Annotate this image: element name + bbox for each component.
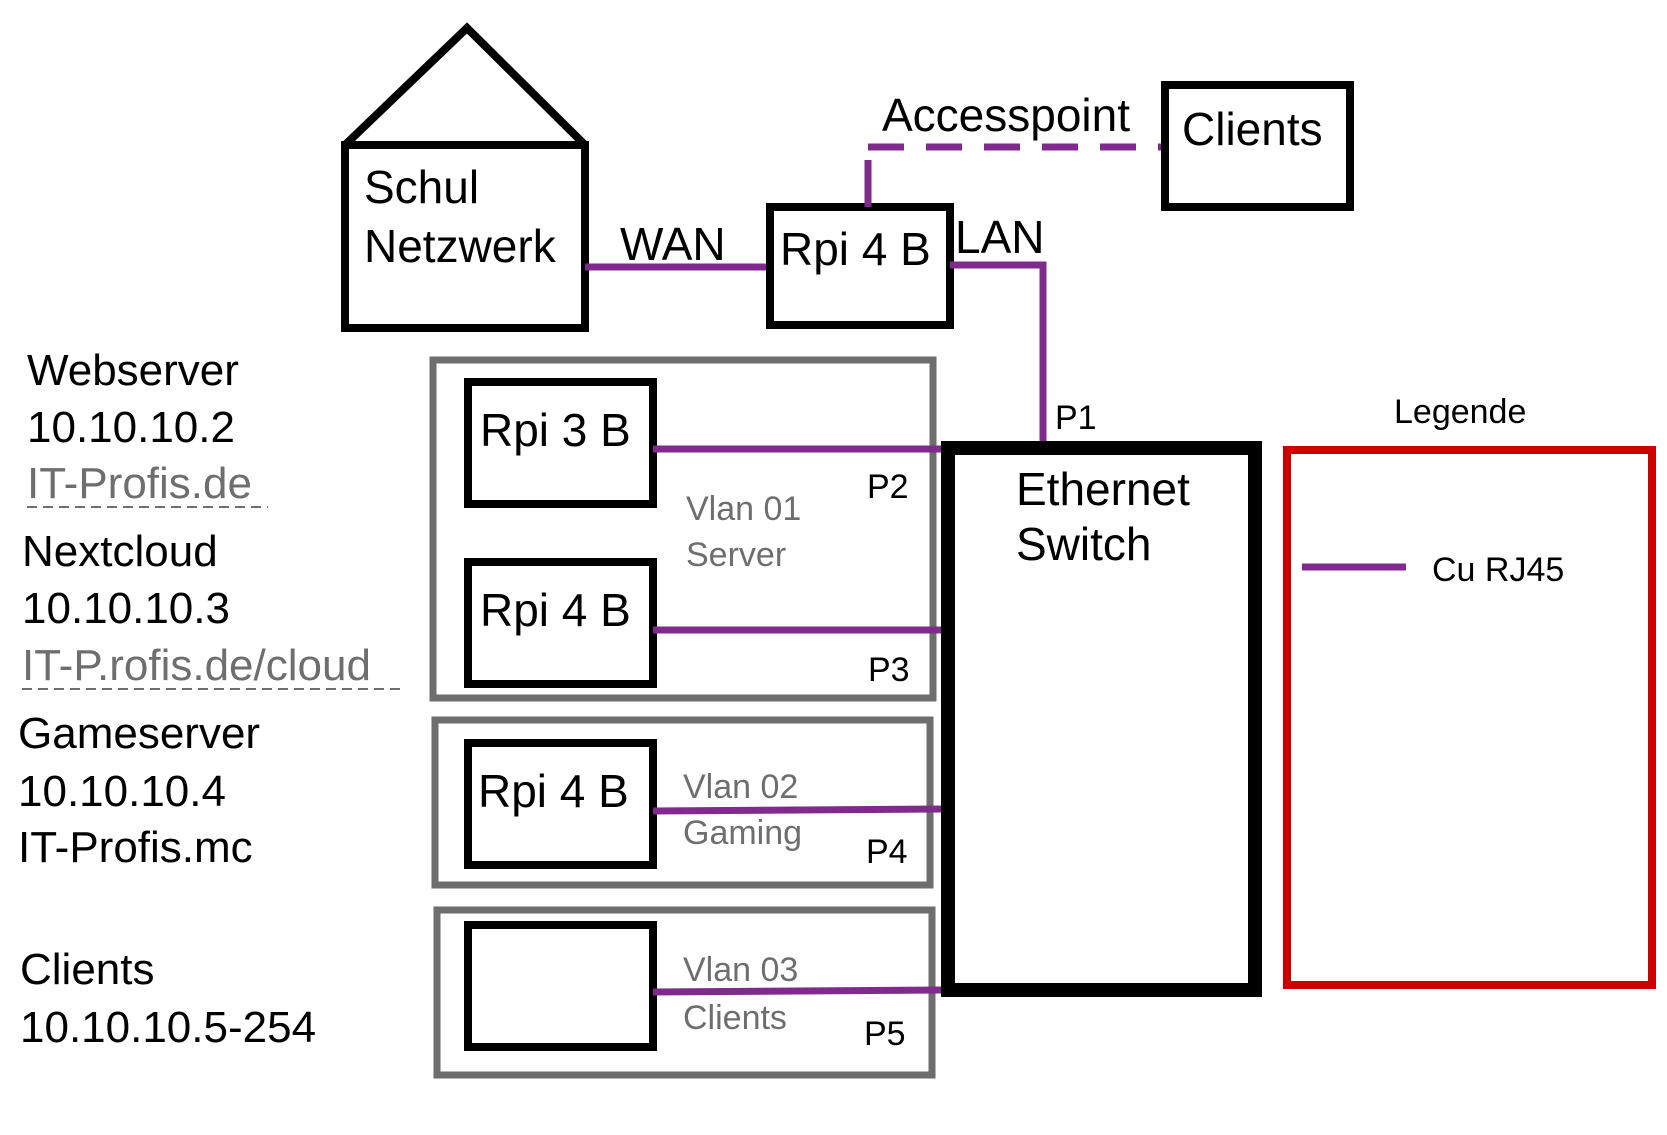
- webserver-name: Webserver: [27, 346, 239, 395]
- vlan02-label-line1: Vlan 02: [683, 768, 798, 806]
- rpi4-gameserver-box: [464, 739, 657, 869]
- school-roof: [342, 22, 588, 148]
- school-label-line2: Netzwerk: [364, 220, 557, 272]
- port-label-p5: P5: [864, 1015, 906, 1053]
- port-label-p3: P3: [868, 651, 910, 689]
- vlan03-label-line2: Clients: [683, 999, 787, 1037]
- clients-ip-range: 10.10.10.5-254: [20, 1003, 316, 1052]
- vlan01-label-line2: Server: [686, 536, 786, 574]
- school-label-line1: Schul: [364, 161, 479, 213]
- rpi4-gameserver-label: Rpi 4 B: [478, 765, 629, 817]
- vlan03-label-line1: Vlan 03: [683, 951, 798, 989]
- nextcloud-ip: 10.10.10.3: [22, 584, 230, 633]
- clients-top-box: [1161, 81, 1354, 211]
- switch-label-line1: Ethernet: [1016, 463, 1190, 515]
- clients-top-label: Clients: [1182, 103, 1323, 155]
- cable-p5: [652, 986, 942, 996]
- legend-box: [1283, 446, 1656, 989]
- port-label-p4: P4: [866, 833, 908, 871]
- school-network-box: [341, 141, 589, 332]
- ethernet-switch-box: [941, 441, 1262, 997]
- router-rpi4-label: Rpi 4 B: [780, 223, 931, 275]
- wan-label: WAN: [620, 218, 726, 270]
- vlan01-label-line1: Vlan 01: [686, 490, 801, 528]
- rpi4-nextcloud-label: Rpi 4 B: [480, 584, 631, 636]
- clients-name: Clients: [20, 945, 155, 994]
- webserver-url: IT-Profis.de: [27, 459, 252, 508]
- vlan02-label-line2: Gaming: [683, 814, 802, 852]
- accesspoint-label: Accesspoint: [882, 89, 1130, 141]
- nextcloud-name: Nextcloud: [22, 527, 218, 576]
- webserver-ip: 10.10.10.2: [27, 403, 235, 452]
- port-label-p2: P2: [867, 468, 909, 506]
- switch-label-line2: Switch: [1016, 518, 1151, 570]
- vlan02-group-box: [431, 716, 934, 889]
- cable-p4: [652, 805, 942, 815]
- lan-label: LAN: [955, 211, 1044, 263]
- gameserver-url: IT-Profis.mc: [18, 823, 253, 872]
- nextcloud-url: IT-P.rofis.de/cloud: [22, 641, 371, 690]
- lan-cable: [950, 261, 1047, 448]
- gameserver-name: Gameserver: [18, 709, 260, 758]
- rpi3-label: Rpi 3 B: [480, 404, 631, 456]
- rpi4-nextcloud-box: [464, 558, 657, 688]
- legend-cable-label: Cu RJ45: [1432, 551, 1564, 589]
- legend-title: Legende: [1394, 393, 1526, 431]
- gameserver-ip: 10.10.10.4: [18, 767, 226, 816]
- port-label-p1: P1: [1055, 399, 1097, 437]
- vlan01-group-box: [429, 356, 937, 702]
- clients-device-box: [464, 921, 657, 1051]
- rpi3-webserver-box: [464, 378, 657, 508]
